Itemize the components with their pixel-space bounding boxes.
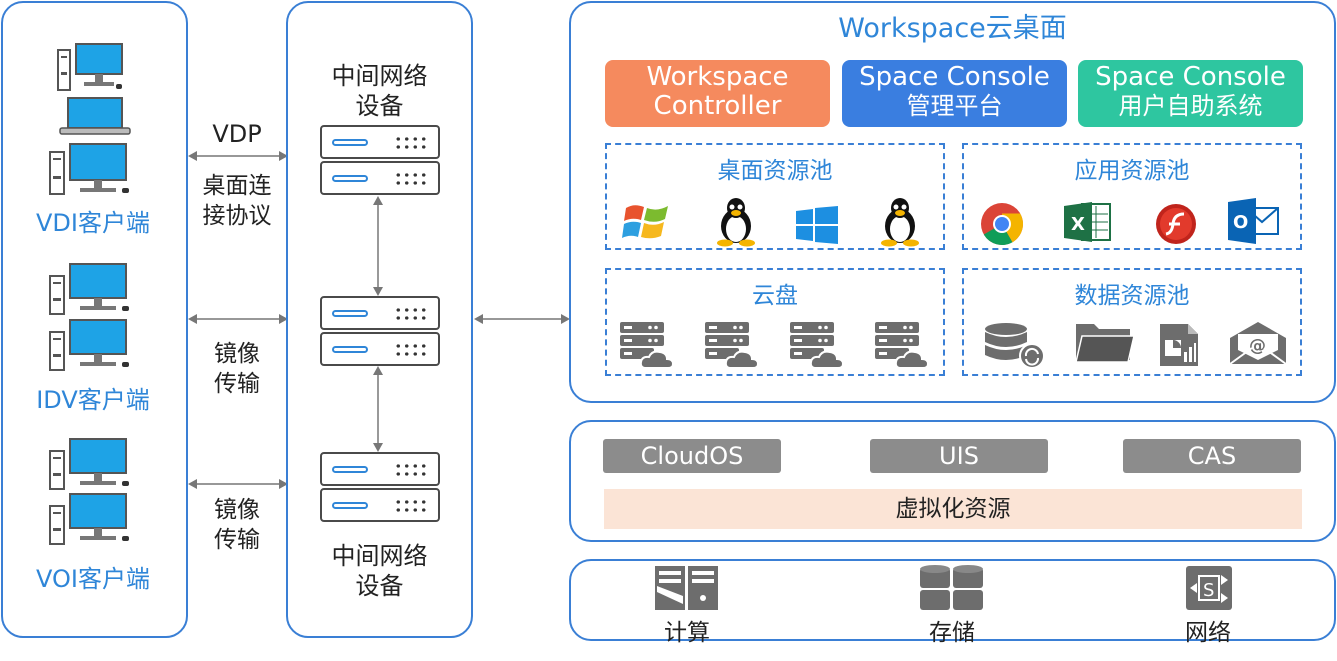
desktop-computer-icon [49,438,129,490]
controller-line1: Workspace [646,62,789,92]
data-pool-title: 数据资源池 [1074,283,1190,309]
folder-icon [1075,324,1135,363]
uis-box: UIS [870,439,1048,473]
space-console-selfservice-box: Space Console 用户自助系统 [1078,60,1303,127]
idv-client-label: IDV客户端 [36,386,150,414]
console-mgmt-line2: 管理平台 [906,92,1003,120]
cloud-server-icon [620,322,675,369]
vdp-desc-line2: 接协议 [202,203,272,229]
desktop-pool-title: 桌面资源池 [717,158,833,184]
server-icon [320,161,440,195]
server-icon [320,332,440,366]
double-arrow-icon [474,314,570,324]
server-icon [320,452,440,486]
outlook-icon: O [1228,198,1279,244]
compute-label: 计算 [664,620,710,646]
vertical-double-arrow-icon [373,366,383,452]
svg-text:@: @ [1249,336,1266,356]
svg-text:O: O [1233,212,1248,233]
svg-text:S: S [1203,580,1214,601]
storage-label: 存储 [929,620,975,646]
server-icon [320,488,440,522]
controller-line2: Controller [653,91,782,121]
flash-player-icon [1156,204,1196,244]
email-envelope-icon: @ [1229,322,1287,365]
server-icon [320,296,440,330]
svg-text:X: X [1071,214,1085,235]
report-document-icon [1160,324,1198,366]
desktop-computer-icon [49,319,129,371]
vertical-double-arrow-icon [373,196,383,296]
virtualization-resource-bar: 虚拟化资源 [604,489,1302,529]
cloud-server-icon [875,322,930,369]
vdp-label: VDP [212,120,262,148]
vdi-client-label: VDI客户端 [36,209,150,237]
cloud-disk-pool: 云盘 [605,268,945,376]
network-device-label-top-2: 设备 [355,92,404,120]
data-resource-pool: 数据资源池 [962,268,1302,376]
windows-10-logo-icon [796,206,838,244]
excel-icon: X [1064,202,1111,242]
desktop-computer-icon [49,263,129,315]
chrome-browser-icon [981,203,1024,246]
windows-logo-icon [622,205,668,239]
mirror-transfer-line2: 传输 [214,371,260,397]
network-device-label-top-1: 中间网络 [331,62,428,90]
network-device-label-bottom-2: 设备 [355,572,404,600]
cloudos-box: CloudOS [603,439,781,473]
network-label: 网络 [1185,620,1231,646]
desktop-computer-icon [57,43,123,91]
storage-disks-icon [920,565,983,610]
console-self-line2: 用户自助系统 [1118,92,1263,120]
desktop-resource-pool: 桌面资源池 [605,143,945,250]
space-console-management-box: Space Console 管理平台 [842,60,1067,127]
voi-client-label: VOI客户端 [36,565,150,593]
linux-tux-icon [881,198,919,247]
double-arrow-icon [188,479,288,489]
cas-box: CAS [1123,439,1301,473]
cloud-disk-title: 云盘 [752,283,798,309]
double-arrow-icon [188,151,288,161]
console-self-line1: Space Console [1095,62,1286,92]
compute-server-icon [655,566,718,610]
double-arrow-icon [188,314,288,324]
database-sync-icon [985,323,1045,369]
network-device-label-bottom-1: 中间网络 [331,542,428,570]
desktop-computer-icon [49,493,129,545]
network-switch-icon: S [1186,566,1232,610]
cloud-server-icon [790,322,845,369]
linux-tux-icon [717,198,755,247]
laptop-icon [59,97,131,135]
cloud-server-icon [705,322,760,369]
workspace-title: Workspace云桌面 [838,13,1067,44]
application-resource-pool: 应用资源池 [962,143,1302,250]
server-icon [320,125,440,159]
workspace-controller-box: Workspace Controller [605,60,830,127]
console-mgmt-line1: Space Console [859,62,1050,92]
mirror-transfer-line2: 传输 [214,527,260,553]
desktop-computer-icon [49,143,129,195]
mirror-transfer-line1: 镜像 [214,497,260,523]
mirror-transfer-line1: 镜像 [214,341,260,367]
vdp-desc-line1: 桌面连 [202,173,272,199]
app-pool-title: 应用资源池 [1074,158,1190,184]
